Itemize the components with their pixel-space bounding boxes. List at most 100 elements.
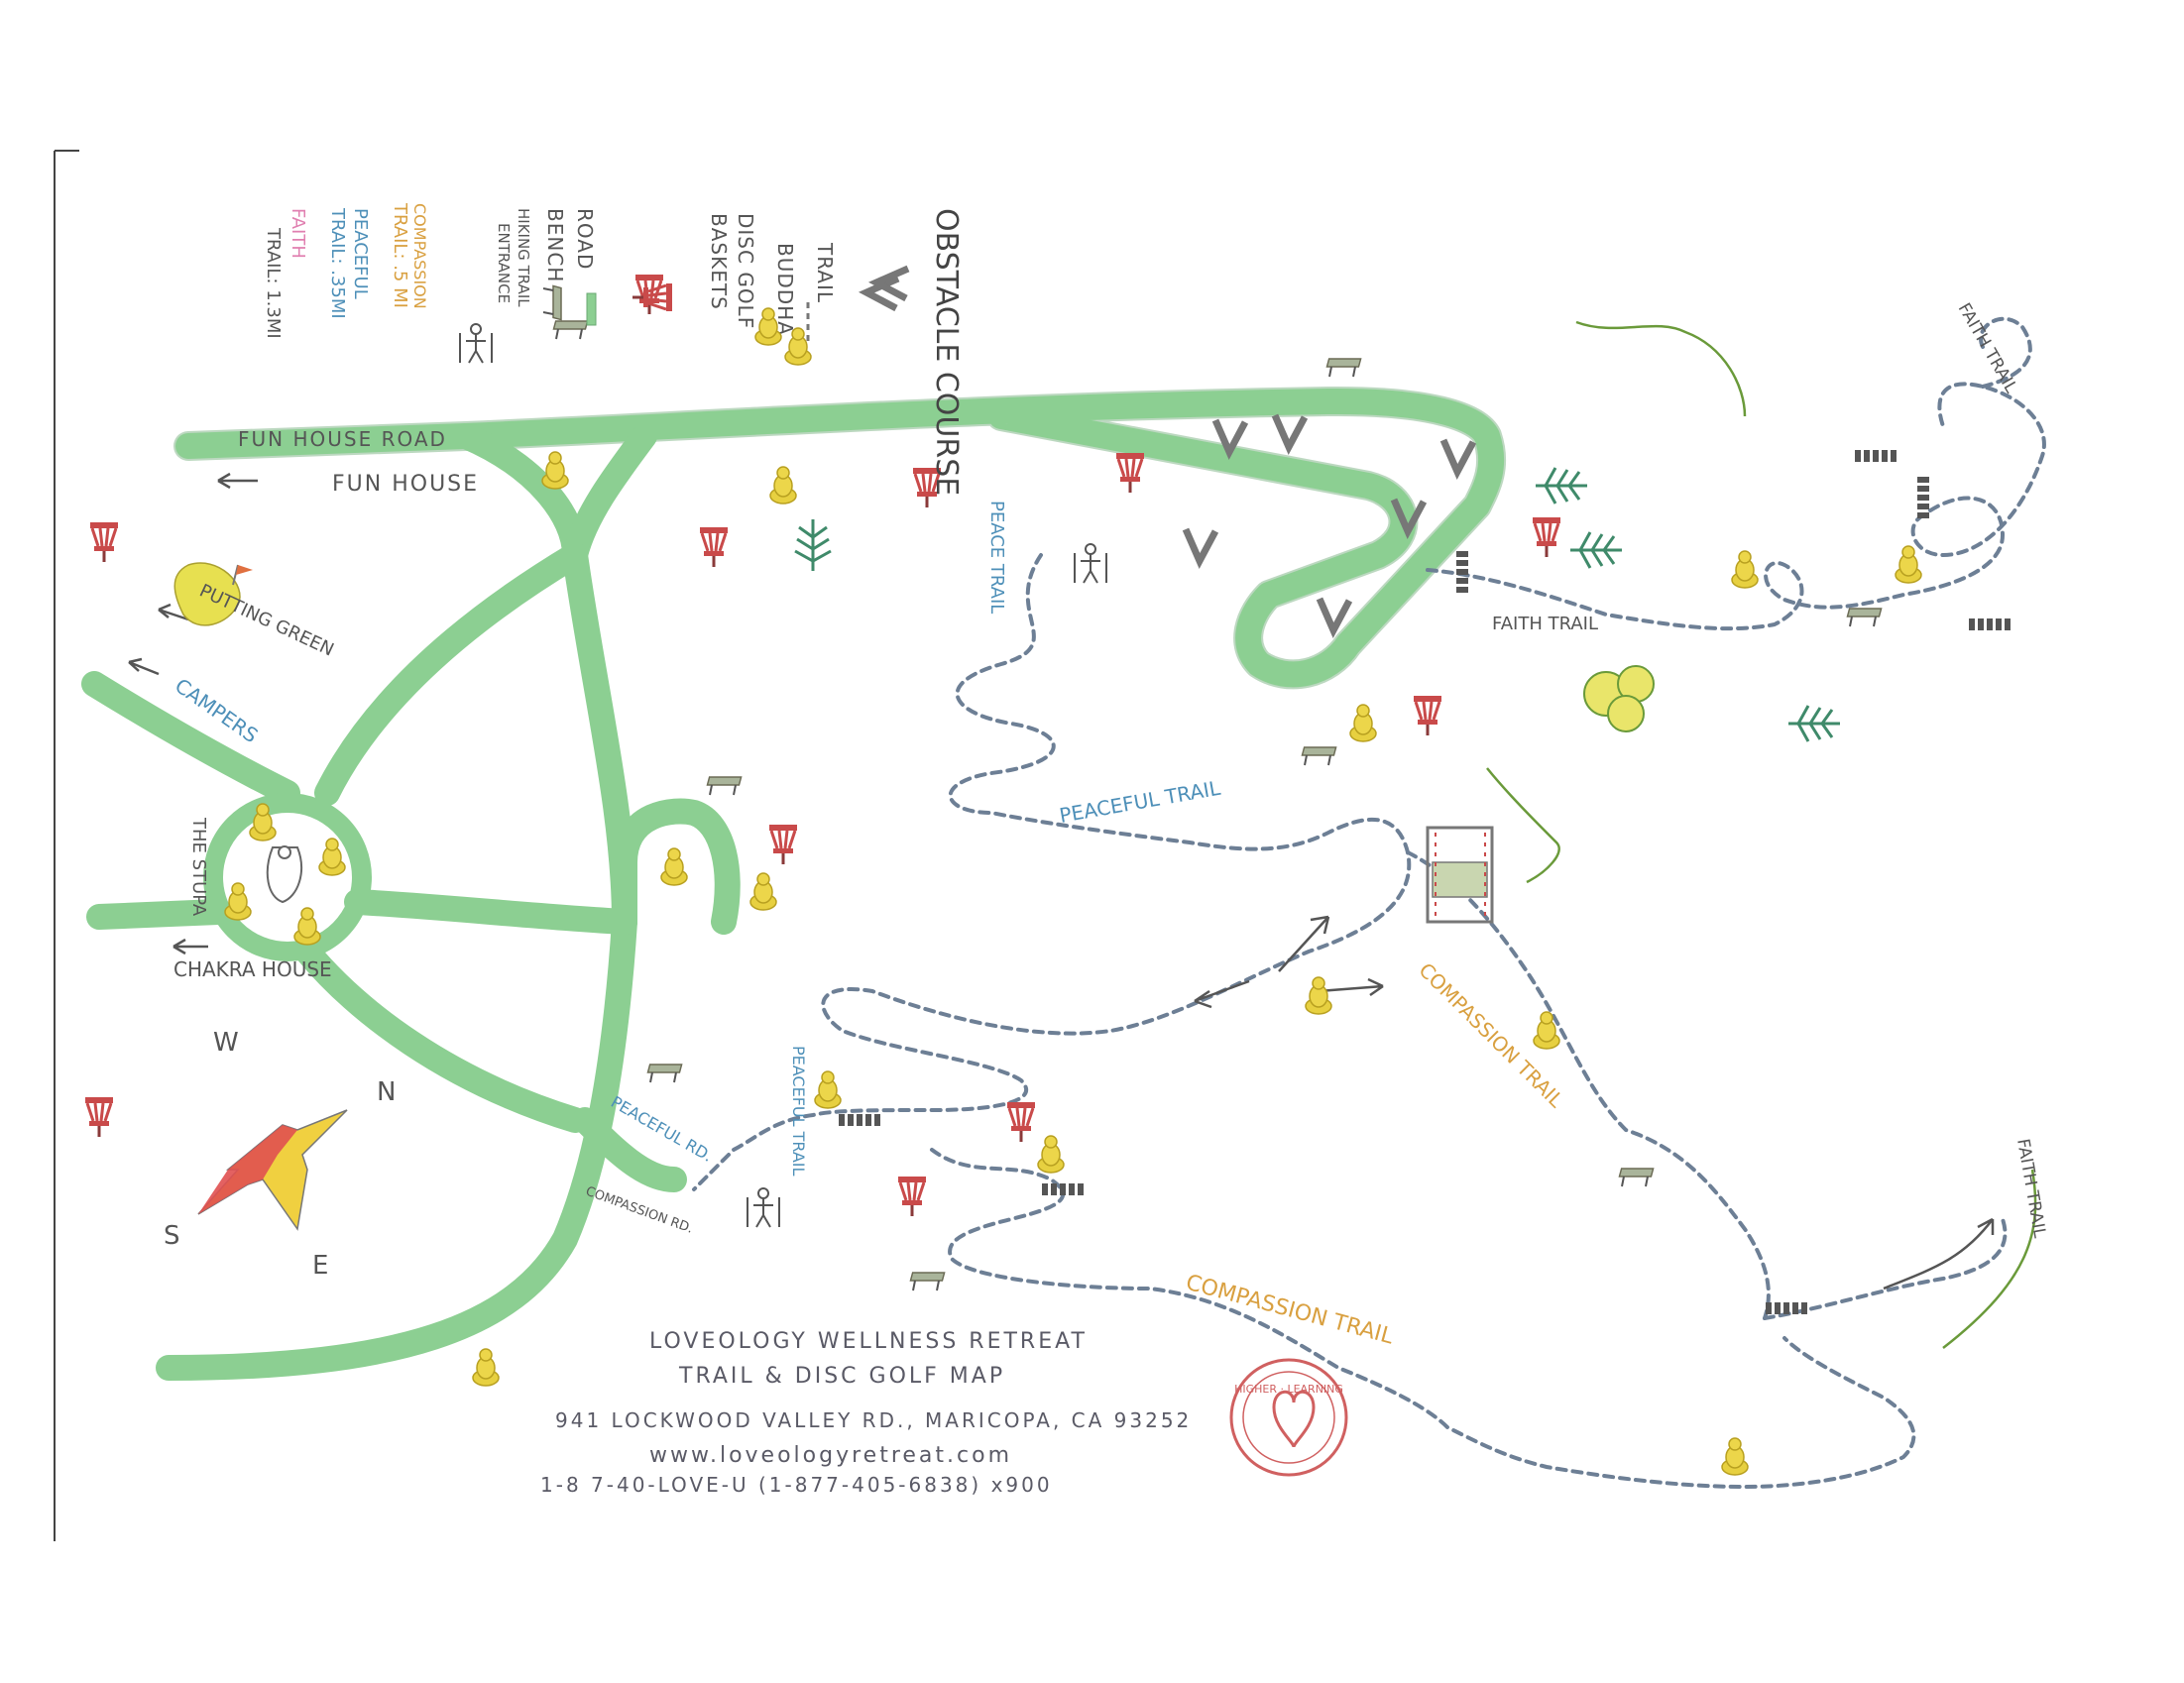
title-block: LOVEOLOGY WELLNESS RETREAT TRAIL & DISC … bbox=[540, 1329, 1192, 1497]
buddha-icon bbox=[1895, 545, 1922, 584]
pine-tree-icon bbox=[1786, 704, 1842, 743]
road-network bbox=[81, 386, 1507, 1381]
road-loop-east[interactable] bbox=[612, 798, 741, 935]
legend-buddha: BUDDHA bbox=[773, 243, 797, 336]
legend-compassion-length: TRAIL: .5 MI bbox=[390, 202, 410, 308]
label-peaceful-trail-low: PEACEFUL TRAIL bbox=[789, 1046, 808, 1177]
buddha-icon bbox=[472, 1348, 500, 1387]
legend-faith: FAITH bbox=[287, 208, 308, 259]
obstacle-icon bbox=[1186, 529, 1215, 561]
stupa-icon bbox=[266, 845, 302, 904]
ladder-steps-icon bbox=[1969, 618, 2011, 630]
flag-pole bbox=[232, 564, 239, 586]
road-south[interactable] bbox=[156, 909, 637, 1381]
legend-obstacle-course: OBSTACLE COURSE bbox=[929, 208, 964, 496]
road-peaceful-rd[interactable] bbox=[572, 1107, 687, 1192]
disc-golf-basket-icon bbox=[83, 1095, 115, 1139]
disc-golf-basket-icon bbox=[767, 823, 799, 866]
label-faith-trail-mid: FAITH TRAIL bbox=[1492, 614, 1598, 634]
arrow-icon bbox=[158, 603, 189, 621]
disc-golf-basket-icon bbox=[698, 525, 730, 569]
buddha-icon bbox=[1731, 550, 1759, 589]
faith-trail-lower-path[interactable] bbox=[1763, 1217, 2008, 1320]
map-website: www.loveologyretreat.com bbox=[649, 1443, 1012, 1468]
hiking-trail-entrance-icon bbox=[747, 1187, 780, 1228]
hiking-trail-entrance-icon bbox=[459, 323, 493, 364]
heart-icon bbox=[1272, 1390, 1316, 1448]
disc-golf-basket-icon bbox=[1412, 694, 1443, 737]
road-campers[interactable] bbox=[81, 671, 300, 806]
road-to-stupa[interactable] bbox=[314, 542, 588, 806]
stream-lower bbox=[1942, 1169, 2037, 1349]
fun-house-road[interactable] bbox=[175, 388, 1505, 688]
trail-arrows bbox=[128, 472, 1995, 1290]
map-phone: 1-8 7-40-LOVE-U (1-877-405-6838) x900 bbox=[540, 1473, 1053, 1497]
buddha-icon bbox=[1721, 1437, 1749, 1476]
legend-road: ROAD bbox=[573, 208, 597, 270]
stamp-text: HIGHER · LEARNING bbox=[1234, 1383, 1343, 1396]
peaceful-trail-path[interactable] bbox=[692, 553, 1412, 1191]
disc-golf-basket-icon bbox=[88, 520, 120, 564]
legend-peaceful-length: TRAIL: .35MI bbox=[327, 207, 348, 319]
buddha-icon bbox=[224, 882, 252, 921]
hiking-trail-entrance-icon bbox=[1074, 543, 1107, 584]
buddha-icon bbox=[660, 847, 688, 886]
road-stupa-east[interactable] bbox=[344, 889, 637, 935]
label-chakra-house: CHAKRA HOUSE bbox=[173, 957, 332, 981]
bench-icon bbox=[909, 1272, 946, 1291]
legend-hiking-trail: HIKING TRAIL bbox=[515, 208, 532, 307]
stream-middle bbox=[1486, 767, 1560, 884]
buddha-icon bbox=[1305, 976, 1332, 1015]
label-fun-house: FUN HOUSE bbox=[332, 472, 479, 497]
buddha-icon bbox=[749, 872, 777, 911]
bench-icon bbox=[1846, 608, 1883, 627]
legend-bench: BENCH bbox=[543, 208, 567, 282]
road-chakra[interactable] bbox=[86, 899, 231, 930]
flag-icon bbox=[236, 565, 253, 575]
legend-disc-golf: DISC GOLF bbox=[734, 213, 757, 329]
arrow-icon bbox=[1318, 977, 1384, 997]
pavilion-icon bbox=[1426, 826, 1494, 924]
pine-tree-icon bbox=[1568, 530, 1624, 570]
ladder-steps-icon bbox=[1917, 477, 1929, 518]
map-title-line2: TRAIL & DISC GOLF MAP bbox=[678, 1364, 1005, 1389]
disc-golf-basket-icon bbox=[1114, 451, 1146, 495]
arrow-icon bbox=[128, 657, 160, 676]
disc-golf-basket-icon bbox=[1531, 515, 1562, 559]
disc-golf-basket-icon bbox=[1005, 1100, 1037, 1144]
road-southwest[interactable] bbox=[294, 939, 588, 1133]
legend-peaceful: PEACEFUL bbox=[350, 208, 371, 299]
tree-canopy-icon bbox=[1583, 665, 1655, 732]
ladder-steps-icon bbox=[839, 1114, 880, 1126]
disc-golf-basket-icon bbox=[896, 1175, 928, 1218]
compassion-trail-lower-path[interactable] bbox=[930, 1148, 1916, 1490]
label-fun-house-road: FUN HOUSE ROAD bbox=[238, 427, 447, 451]
legend-bench-icon bbox=[542, 284, 562, 321]
bench-icon bbox=[706, 776, 743, 796]
map-address: 941 LOCKWOOD VALLEY RD., MARICOPA, CA 93… bbox=[555, 1408, 1192, 1432]
legend-faith-length: TRAIL: 1.3MI bbox=[263, 227, 284, 339]
stupa-roundabout[interactable] bbox=[203, 793, 372, 961]
arrow-icon bbox=[1883, 1217, 1995, 1290]
putting-green-area bbox=[173, 562, 241, 626]
arrow-icon bbox=[172, 938, 208, 955]
label-peace-trail: PEACE TRAIL bbox=[986, 501, 1007, 614]
trees bbox=[793, 466, 1842, 743]
bench-icon bbox=[1325, 358, 1362, 378]
obstacle-icon bbox=[1275, 415, 1305, 447]
buddha-icon bbox=[1037, 1135, 1065, 1174]
location-labels: FUN HOUSE ROAD FUN HOUSE PUTTING GREEN C… bbox=[171, 300, 2049, 1350]
buddha-icon bbox=[814, 1070, 842, 1109]
compass-n: N bbox=[377, 1077, 396, 1107]
compassion-trail-path[interactable] bbox=[1406, 850, 1771, 1320]
legend-baskets: BASKETS bbox=[707, 213, 731, 310]
faith-trail-path[interactable] bbox=[1426, 316, 2046, 631]
legend-trail: TRAIL bbox=[813, 242, 837, 303]
bench-icon bbox=[1618, 1168, 1655, 1187]
buddha-icon bbox=[318, 838, 346, 876]
ladder-steps-icon bbox=[1456, 551, 1468, 593]
buddha-icon bbox=[293, 907, 321, 946]
arrow-icon bbox=[1194, 979, 1250, 1009]
pine-tree-icon bbox=[793, 517, 833, 573]
road-junction-top-2[interactable] bbox=[562, 423, 657, 568]
